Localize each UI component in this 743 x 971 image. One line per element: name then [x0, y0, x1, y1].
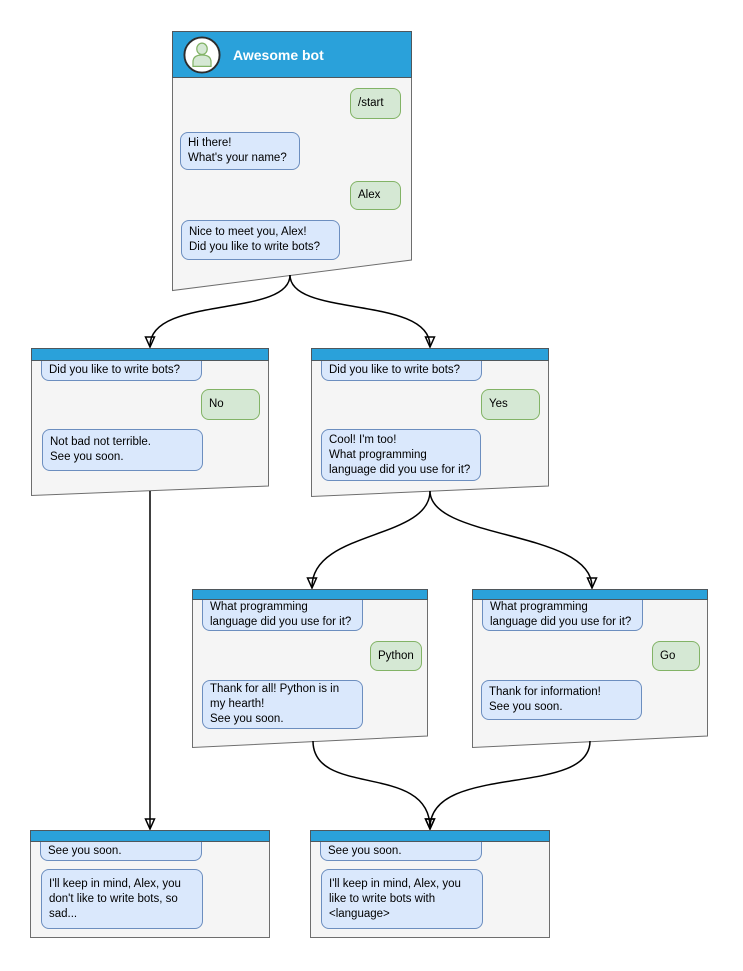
user-message-bubble: Yes	[481, 389, 540, 420]
window-titlebar	[30, 830, 270, 842]
bot-message-bubble: See you soon.	[40, 842, 202, 861]
chat-window-end-no: See you soon. I'll keep in mind, Alex, y…	[30, 830, 270, 938]
bot-message-bubble: Thank for information! See you soon.	[481, 680, 642, 720]
window-titlebar	[31, 348, 269, 361]
user-message-bubble: Alex	[350, 181, 401, 210]
user-message-bubble: No	[201, 389, 260, 420]
bot-message-bubble: What programming language did you use fo…	[202, 600, 363, 631]
arrow-go-to-end	[430, 740, 591, 828]
bot-message-bubble: Not bad not terrible. See you soon.	[42, 429, 203, 471]
chat-window-end-language: See you soon. I'll keep in mind, Alex, y…	[310, 830, 550, 938]
bot-avatar-icon	[183, 35, 221, 74]
user-message-bubble: /start	[350, 88, 401, 119]
window-titlebar	[472, 589, 708, 600]
bot-message-bubble: I'll keep in mind, Alex, you like to wri…	[321, 869, 483, 929]
window-titlebar	[311, 348, 549, 361]
chat-window-start: Awesome bot /start Hi there! What's your…	[172, 31, 412, 292]
chat-window-branch-python: What programming language did you use fo…	[192, 589, 428, 749]
chat-window-branch-yes: Did you like to write bots? Yes Cool! I'…	[311, 348, 549, 498]
bot-message-bubble: I'll keep in mind, Alex, you don't like …	[41, 869, 203, 929]
bot-message-bubble: Did you like to write bots?	[321, 361, 482, 381]
window-titlebar	[310, 830, 550, 842]
window-titlebar	[192, 589, 428, 600]
chat-window-branch-no: Did you like to write bots? No Not bad n…	[31, 348, 269, 497]
window-titlebar: Awesome bot	[172, 31, 412, 78]
bot-message-bubble: Hi there! What's your name?	[180, 132, 300, 170]
user-message-bubble: Python	[370, 641, 422, 671]
arrow-yes-to-go	[429, 490, 592, 587]
arrow-python-to-end	[312, 740, 430, 828]
bot-message-bubble: Cool! I'm too! What programming language…	[321, 429, 481, 481]
bot-message-bubble: What programming language did you use fo…	[482, 600, 643, 631]
bot-message-bubble: Thank for all! Python is in my hearth! S…	[202, 680, 363, 729]
user-message-bubble: Go	[652, 641, 700, 671]
bot-message-bubble: Nice to meet you, Alex! Did you like to …	[181, 220, 340, 260]
bot-message-bubble: Did you like to write bots?	[41, 361, 202, 381]
chat-window-branch-go: What programming language did you use fo…	[472, 589, 708, 749]
bot-title: Awesome bot	[233, 46, 324, 63]
bot-message-bubble: See you soon.	[320, 842, 482, 861]
arrow-yes-to-python	[312, 490, 431, 587]
